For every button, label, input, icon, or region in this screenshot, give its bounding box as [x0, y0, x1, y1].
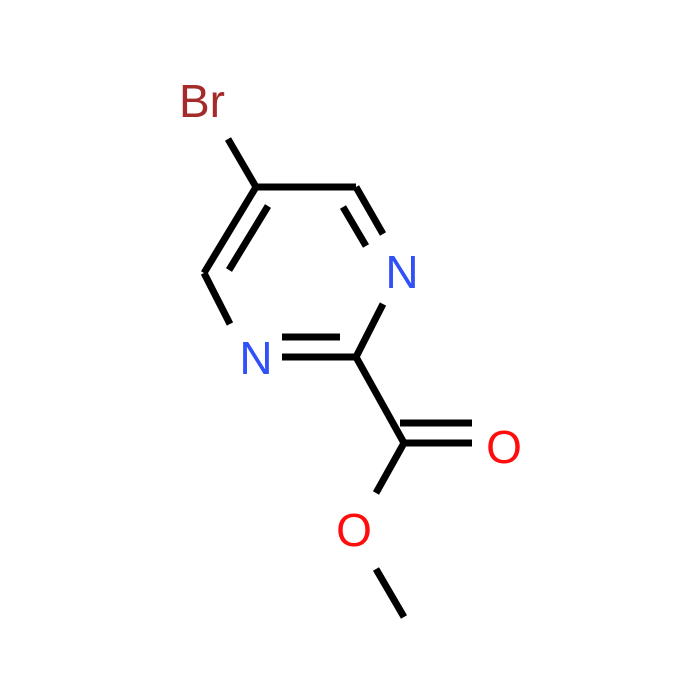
bond-o-methyl	[372, 567, 408, 619]
bond-c6-c5	[201, 185, 259, 275]
atom-n-right: N	[385, 246, 418, 298]
atom-o-carbonyl: O	[486, 421, 522, 473]
bonds	[200, 137, 472, 619]
bond-n3-c2	[352, 302, 387, 359]
atom-n-left: N	[239, 332, 272, 384]
atom-o-ester: O	[336, 504, 372, 556]
bond-c2-ccarbonyl	[352, 355, 408, 445]
bond-c6-c5-inner	[226, 204, 271, 272]
bond-c5-br	[224, 137, 260, 189]
atom-labels: Br N N O O	[179, 75, 522, 556]
bond-c-o-ester	[372, 441, 408, 495]
bond-c4-n3	[352, 185, 387, 236]
atom-br: Br	[179, 75, 225, 127]
bond-n1-c6	[200, 271, 234, 326]
bond-c4-n3-inner	[339, 205, 370, 248]
